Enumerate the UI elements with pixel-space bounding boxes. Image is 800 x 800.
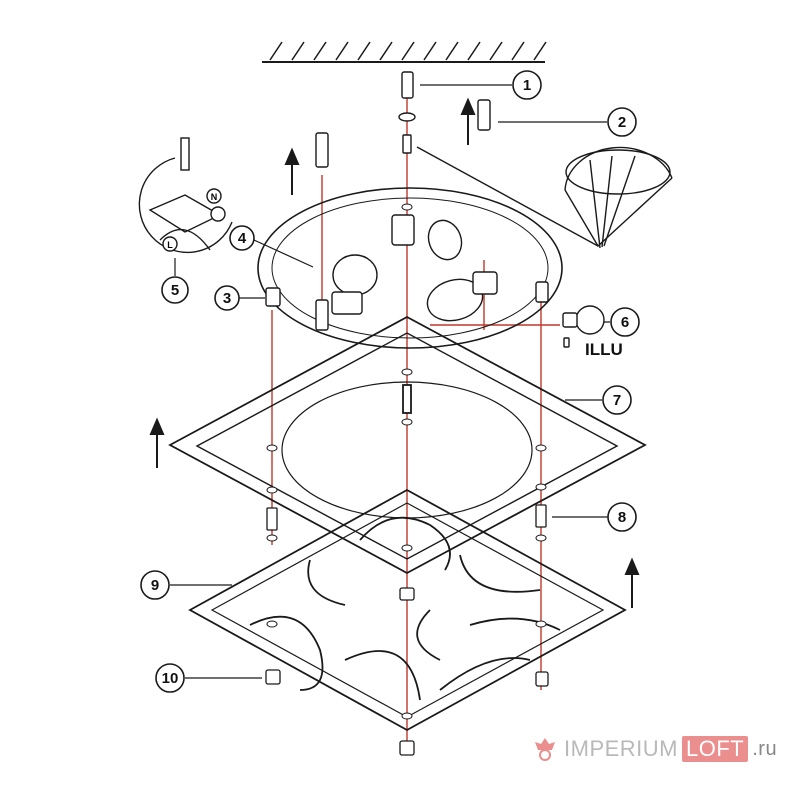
svg-text:4: 4 (238, 230, 247, 247)
callout-8: 8 (607, 502, 637, 532)
svg-text:8: 8 (618, 509, 626, 526)
watermark-brand-left: IMPERIUM (564, 736, 678, 761)
svg-text:7: 7 (613, 392, 621, 409)
washers (266, 203, 547, 720)
ceiling-hatch (262, 41, 547, 63)
terminal-n-label: N (211, 192, 218, 202)
callout-5: 5 (161, 276, 189, 304)
callout-10: 10 (155, 663, 185, 693)
leader-lines (170, 84, 610, 679)
terminal-l-label: L (167, 240, 173, 250)
watermark-brand-right: LOFT (682, 736, 749, 762)
glass-panel-part-9 (188, 488, 627, 732)
callout-3: 3 (214, 285, 240, 311)
spacers-part-8 (266, 504, 547, 531)
hardware-ceiling-anchor (265, 71, 549, 331)
watermark-tld: .ru (752, 737, 778, 760)
svg-text:9: 9 (151, 577, 159, 594)
svg-text:10: 10 (162, 670, 179, 687)
callout-4: 4 (229, 225, 255, 251)
assembly-guide-lines (271, 85, 560, 745)
direction-arrows (149, 97, 640, 608)
bracket-detail (416, 146, 673, 249)
svg-text:1: 1 (523, 77, 531, 94)
callout-6: 6 (610, 307, 640, 337)
callout-2: 2 (607, 107, 637, 137)
wiring-detail (138, 137, 233, 254)
bulb-sockets (331, 214, 498, 322)
svg-text:2: 2 (618, 114, 626, 131)
callout-1: 1 (512, 70, 542, 100)
imperium-logo-icon (535, 738, 555, 761)
base-canopy (257, 187, 563, 349)
caps-part-10 (265, 587, 549, 756)
callout-9: 9 (140, 570, 170, 600)
callout-7: 7 (602, 385, 632, 415)
svg-text:3: 3 (223, 290, 231, 307)
illu-label: ILLU (585, 340, 623, 359)
svg-text:6: 6 (621, 314, 629, 331)
bulb-part-6 (562, 305, 605, 348)
svg-text:5: 5 (171, 282, 179, 299)
